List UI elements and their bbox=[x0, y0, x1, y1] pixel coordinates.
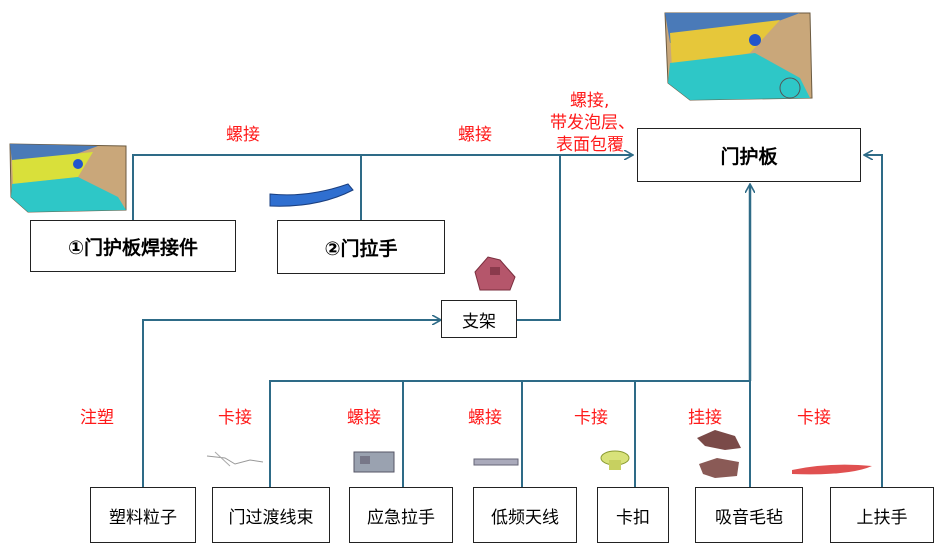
weld-part-box: ①门护板焊接件 bbox=[30, 220, 236, 272]
clip-image bbox=[600, 450, 630, 470]
clip-clip-label: 卡接 bbox=[574, 408, 608, 428]
armrest-image bbox=[792, 464, 872, 475]
door-handle-label: ②门拉手 bbox=[324, 237, 398, 260]
door-panel-box: 门护板 bbox=[637, 128, 861, 182]
hang-felt-label: 挂接 bbox=[688, 408, 722, 428]
clip-label: 卡扣 bbox=[616, 507, 650, 528]
screw-foam-label-3: 表面包覆 bbox=[556, 135, 624, 155]
antenna-label: 低频天线 bbox=[491, 507, 559, 528]
clip-armrest-label: 卡接 bbox=[797, 408, 831, 428]
weld-to-main-line bbox=[132, 155, 632, 220]
clip-harness-label: 卡接 bbox=[218, 408, 252, 428]
felt-box: 吸音毛毡 bbox=[695, 487, 803, 543]
screw-foam-label-2: 带发泡层、 bbox=[550, 113, 635, 133]
door-panel-image bbox=[664, 12, 813, 101]
door-panel-label: 门护板 bbox=[720, 145, 778, 168]
weld-part-label: ①门护板焊接件 bbox=[67, 236, 199, 259]
screw-label-1: 螺接 bbox=[226, 125, 260, 145]
emergency-handle-image bbox=[353, 451, 395, 473]
emergency-handle-box: 应急拉手 bbox=[349, 487, 453, 543]
bracket-box: 支架 bbox=[441, 300, 517, 338]
armrest-label: 上扶手 bbox=[856, 507, 908, 528]
clip-box: 卡扣 bbox=[597, 487, 669, 543]
inject-label: 注塑 bbox=[80, 408, 114, 428]
screw-foam-label-1: 螺接, bbox=[570, 91, 610, 111]
bracket-label: 支架 bbox=[462, 311, 496, 332]
felt-image bbox=[697, 430, 741, 478]
armrest-to-main-line bbox=[865, 155, 883, 487]
screw-antenna-label: 螺接 bbox=[468, 408, 502, 428]
antenna-image bbox=[473, 458, 519, 466]
bracket-to-main-line bbox=[517, 155, 561, 321]
door-handle-box: ②门拉手 bbox=[277, 220, 445, 274]
screw-label-2: 螺接 bbox=[458, 125, 492, 145]
pellets-to-bracket-line bbox=[142, 320, 440, 487]
harness-label: 门过渡线束 bbox=[228, 507, 314, 528]
weld-part-image bbox=[9, 143, 127, 213]
door-handle-image bbox=[269, 183, 354, 207]
screw-emergency-label: 螺接 bbox=[347, 408, 381, 428]
felt-label: 吸音毛毡 bbox=[715, 507, 783, 528]
pellets-box: 塑料粒子 bbox=[90, 487, 196, 543]
armrest-box: 上扶手 bbox=[830, 487, 934, 543]
pellets-label: 塑料粒子 bbox=[109, 507, 177, 528]
harness-image bbox=[206, 451, 264, 467]
bracket-image bbox=[474, 256, 516, 291]
antenna-box: 低频天线 bbox=[473, 487, 577, 543]
harness-box: 门过渡线束 bbox=[212, 487, 330, 543]
bottom-bus-line bbox=[269, 380, 750, 487]
emergency-handle-label: 应急拉手 bbox=[367, 507, 435, 528]
